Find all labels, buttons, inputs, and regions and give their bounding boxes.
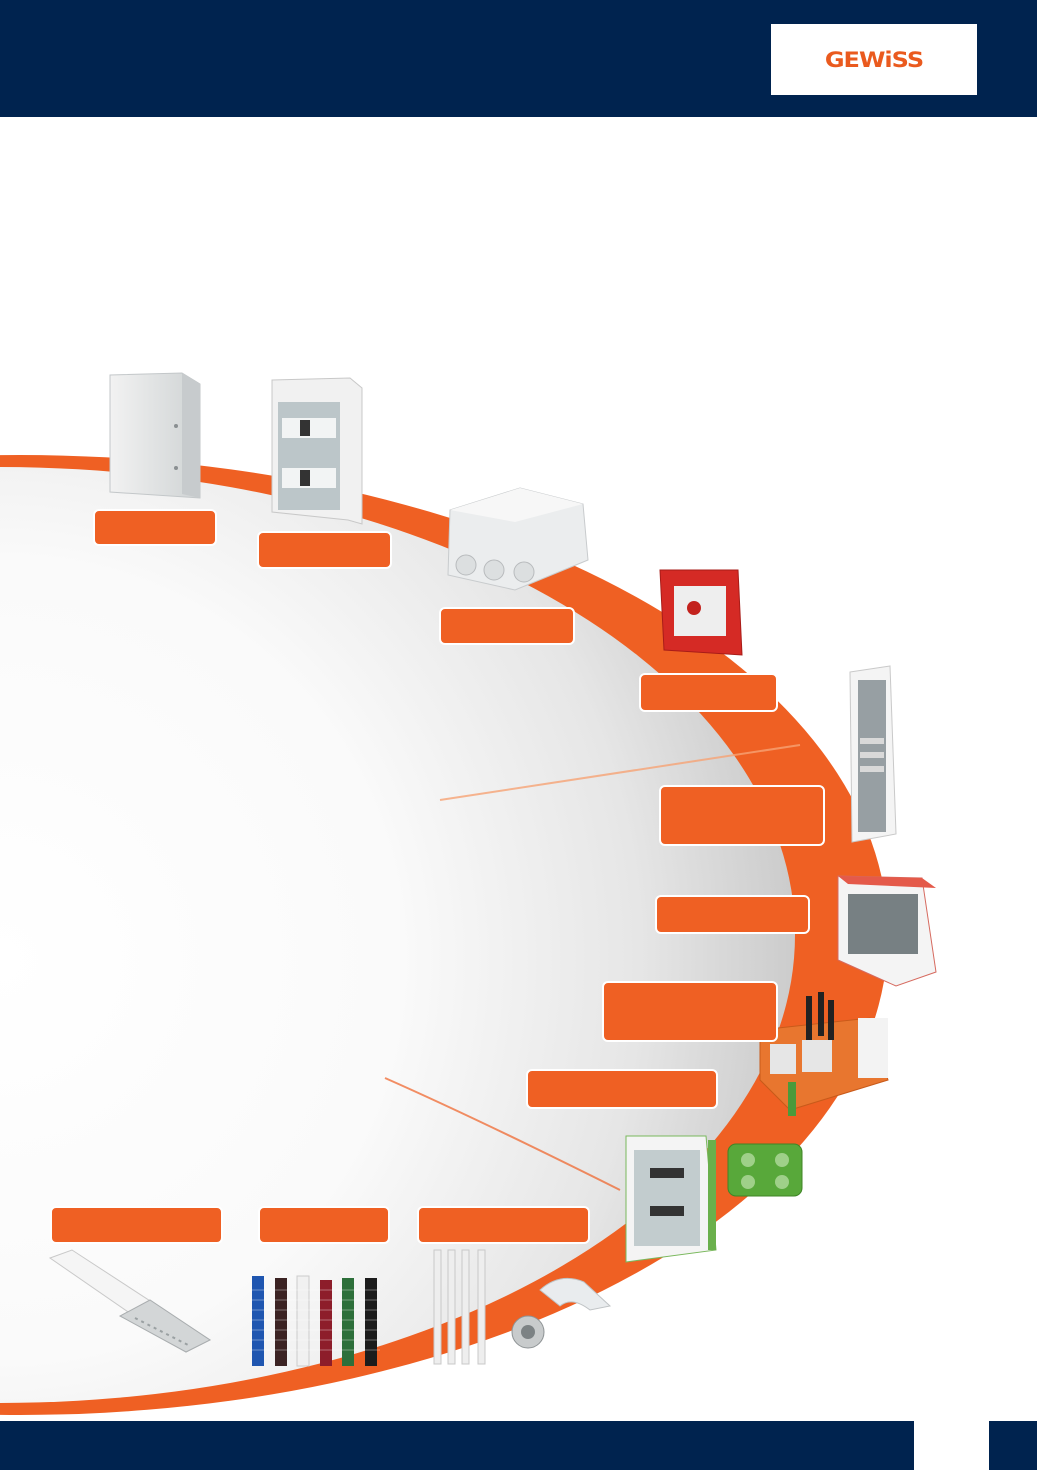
steel-enclosure-icon	[109, 372, 201, 499]
cable-tray-icon	[48, 1249, 212, 1353]
grey-disc	[0, 467, 795, 1403]
consumer-unit-icon	[271, 377, 363, 525]
label-flush-panel	[659, 785, 825, 846]
gewiss-logo: GEWiSS	[771, 24, 977, 95]
accent-line	[439, 744, 801, 801]
label-enclosure	[93, 509, 217, 546]
flush-panel-icon	[849, 665, 897, 843]
label-emergency-button	[639, 673, 778, 712]
accent-line	[384, 1077, 621, 1191]
footer-bar-left	[0, 1421, 914, 1470]
flush-board-icon	[625, 1135, 803, 1263]
recessed-board-icon	[837, 875, 937, 987]
label-corrugated-conduits	[258, 1206, 390, 1244]
product-wheel-illustration	[0, 372, 937, 1415]
label-distribution-board	[257, 531, 392, 569]
rigid-pipe-icon	[433, 1249, 612, 1365]
label-hollow-wall-box	[602, 981, 778, 1042]
page-header: GEWiSS	[0, 0, 1037, 117]
label-cable-tray	[50, 1206, 223, 1244]
conduit-icon	[250, 1275, 380, 1367]
label-flush-mounting-board	[526, 1069, 718, 1109]
hollow-wall-box-icon	[759, 992, 889, 1116]
junction-box-icon	[447, 487, 589, 591]
label-junction-box	[439, 607, 575, 645]
logo-text: GEWiSS	[824, 46, 924, 73]
footer-bar-right	[989, 1421, 1037, 1470]
emergency-stop-icon	[659, 569, 743, 656]
label-recessed-board	[655, 895, 810, 934]
label-rigid-pipes	[417, 1206, 590, 1244]
